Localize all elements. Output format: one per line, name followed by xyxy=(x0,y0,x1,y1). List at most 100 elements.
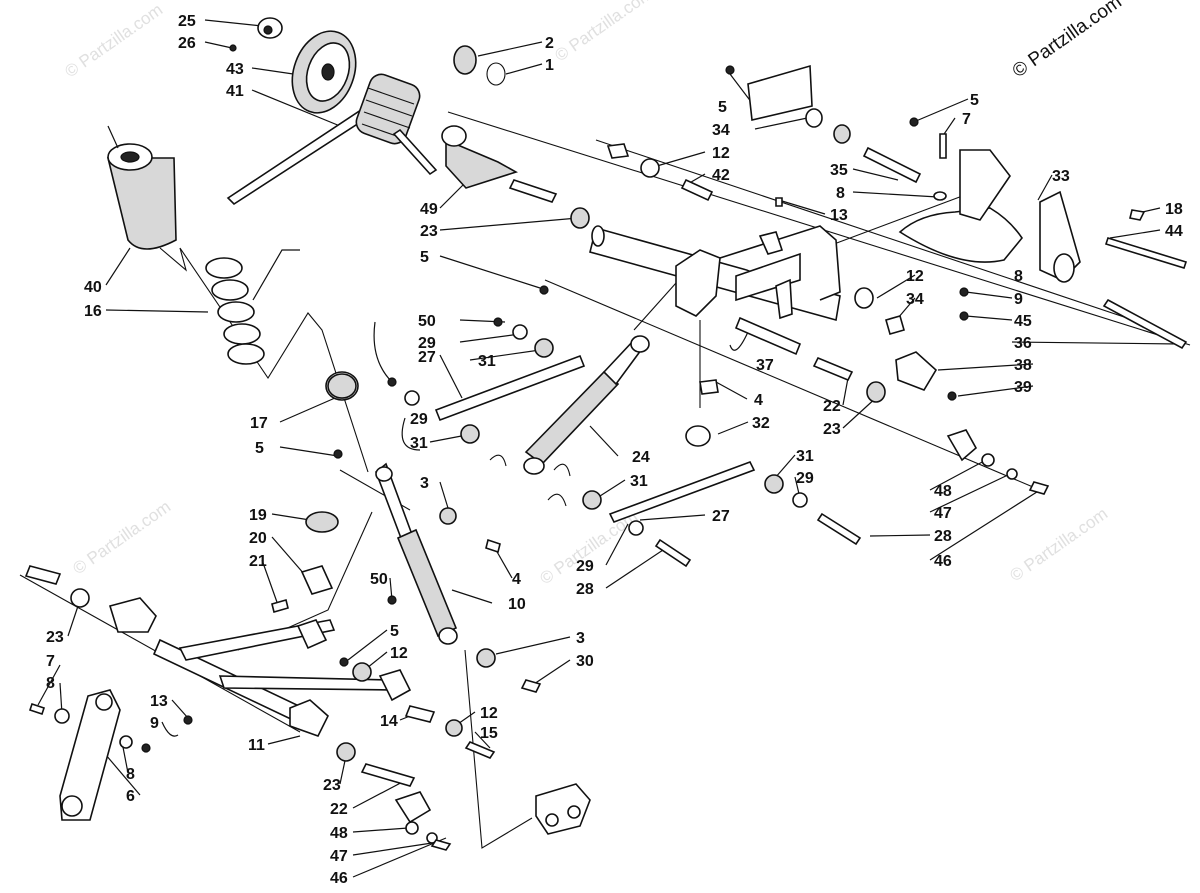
callout-label: 44 xyxy=(1165,223,1183,240)
bracket xyxy=(394,791,432,824)
callout-label: 23 xyxy=(323,777,341,794)
washer xyxy=(426,832,438,844)
bushing xyxy=(476,648,496,668)
callout-label: 29 xyxy=(576,558,594,575)
grease-fitting xyxy=(1129,209,1146,221)
rear-bracket xyxy=(898,149,1081,283)
shock-bracket xyxy=(895,351,938,391)
nut xyxy=(387,377,397,387)
callout-label: 13 xyxy=(150,693,168,710)
bolt xyxy=(699,379,719,395)
watermark: © Partzilla.com xyxy=(536,507,641,588)
nut xyxy=(493,317,503,327)
shock-boot xyxy=(106,125,177,250)
callout-label: 24 xyxy=(632,449,650,466)
washer xyxy=(792,492,808,508)
grease-fitting xyxy=(183,715,193,725)
inset-detail xyxy=(535,783,591,835)
nut xyxy=(725,65,735,75)
callout-label: 9 xyxy=(150,715,159,732)
callout-label: 3 xyxy=(420,475,429,492)
watermark: © Partzilla.com xyxy=(61,0,166,81)
callout-label: 23 xyxy=(46,629,64,646)
bushing xyxy=(534,338,554,358)
callout-label: 23 xyxy=(420,223,438,240)
callout-label: 12 xyxy=(390,645,408,662)
nut xyxy=(959,311,969,321)
washer xyxy=(404,390,420,406)
callout-label: 31 xyxy=(630,473,648,490)
callout-label: 28 xyxy=(934,528,952,545)
long-bolt xyxy=(1104,237,1188,269)
bolt xyxy=(939,133,947,159)
bushing xyxy=(866,381,886,403)
washer xyxy=(119,735,133,749)
bolt xyxy=(885,315,905,335)
grease-fitting xyxy=(775,197,783,207)
rear-arm-frame xyxy=(589,225,841,356)
callout-label: 22 xyxy=(330,801,348,818)
pin xyxy=(508,179,558,203)
callout-label: 42 xyxy=(712,167,730,184)
callout-label: 5 xyxy=(718,99,727,116)
link-rod xyxy=(434,354,586,422)
callout-label: 47 xyxy=(330,848,348,865)
callout-label: 50 xyxy=(370,571,388,588)
callout-label: 12 xyxy=(712,145,730,162)
callout-label: 38 xyxy=(1014,357,1032,374)
callout-label: 31 xyxy=(478,353,496,370)
pin xyxy=(862,146,922,184)
callout-label: 48 xyxy=(330,825,348,842)
callout-label: 27 xyxy=(712,508,730,525)
callout-label: 46 xyxy=(934,553,952,570)
callout-label: 36 xyxy=(1014,335,1032,352)
spacer xyxy=(812,356,854,382)
callout-label: 2 xyxy=(545,35,554,52)
callout-label: 48 xyxy=(934,483,952,500)
bracket xyxy=(946,429,978,462)
callout-label: 5 xyxy=(390,623,399,640)
assembly-guide-lines xyxy=(19,111,1191,849)
front-arm-link xyxy=(59,689,121,821)
bushing xyxy=(570,207,590,229)
callout-label: 6 xyxy=(126,788,135,805)
long-bolt xyxy=(1102,298,1188,350)
bolt xyxy=(1028,481,1050,495)
nut xyxy=(947,391,957,401)
callout-label: 50 xyxy=(418,313,436,330)
callout-label: 29 xyxy=(418,335,436,352)
nut xyxy=(387,595,397,605)
callout-label: 10 xyxy=(508,596,526,613)
link-rod xyxy=(608,461,756,523)
bolt xyxy=(28,702,46,716)
callout-label: 41 xyxy=(226,83,244,100)
nut xyxy=(339,657,349,667)
callout-label: 1 xyxy=(545,57,554,74)
callout-label: 5 xyxy=(255,440,264,457)
callout-label: 35 xyxy=(830,162,848,179)
bushing xyxy=(640,158,660,178)
bolt xyxy=(464,741,496,759)
callout-label: 46 xyxy=(330,870,348,887)
callout-label: 32 xyxy=(752,415,770,432)
bushing xyxy=(257,17,283,39)
callout-label: 26 xyxy=(178,35,196,52)
bushing xyxy=(352,662,372,682)
leader-lines xyxy=(37,19,1181,878)
callout-label: 34 xyxy=(906,291,924,308)
callout-label: 3 xyxy=(576,630,585,647)
nut xyxy=(909,117,919,127)
callout-label: 20 xyxy=(249,530,267,547)
bushing xyxy=(453,45,477,75)
callout-label: 25 xyxy=(178,13,196,30)
bushing xyxy=(805,108,823,128)
callout-label: 47 xyxy=(934,505,952,522)
callout-label: 8 xyxy=(126,766,135,783)
bolt xyxy=(430,839,452,851)
callout-label: 9 xyxy=(1014,291,1023,308)
callout-label: 28 xyxy=(576,581,594,598)
bump-stop xyxy=(327,373,357,399)
bolt xyxy=(654,538,692,568)
clip xyxy=(553,463,571,477)
bolt xyxy=(606,143,630,159)
